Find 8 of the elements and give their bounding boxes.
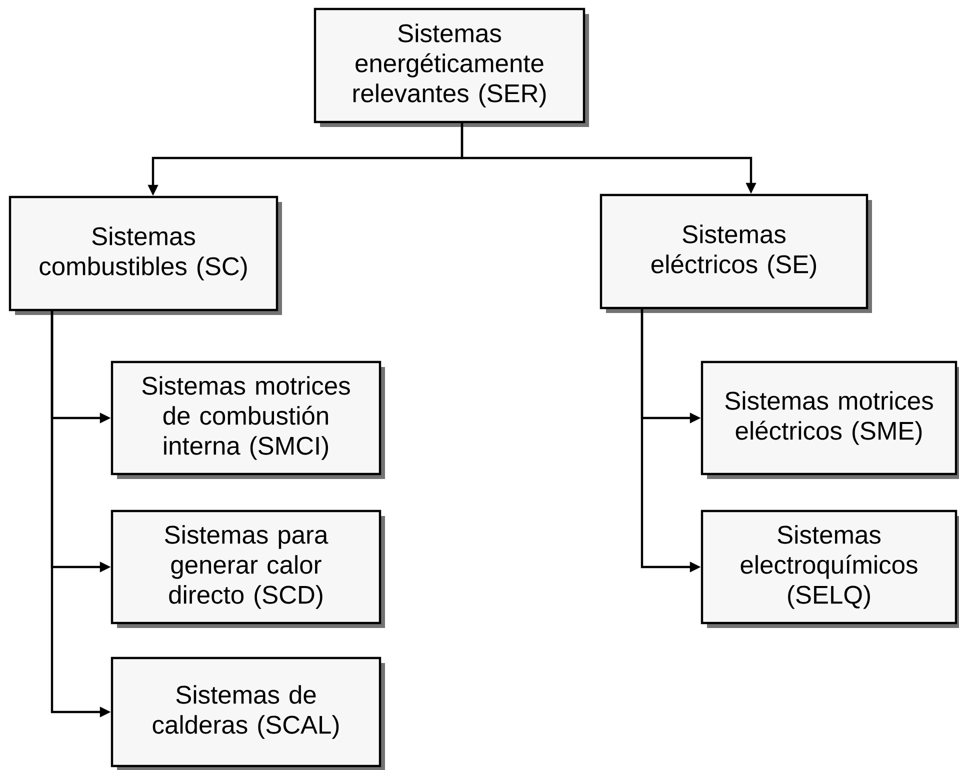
box: Sistemas de calderas (SCAL) <box>110 656 385 770</box>
box: Sistemas combustibles (SC) <box>8 196 282 315</box>
box: Sistemas electroquímicos (SELQ) <box>700 510 959 628</box>
box: Sistemas motrices de combustión interna (SMCI) <box>110 360 385 479</box>
box: Sistemas motrices eléctricos (SME) <box>700 360 959 479</box>
box: Sistemas energéticamente relevantes (SER) <box>314 8 589 127</box>
box: Sistemas para generar calor directo (SCD) <box>110 510 385 628</box>
box: Sistemas eléctricos (SE) <box>600 194 872 313</box>
